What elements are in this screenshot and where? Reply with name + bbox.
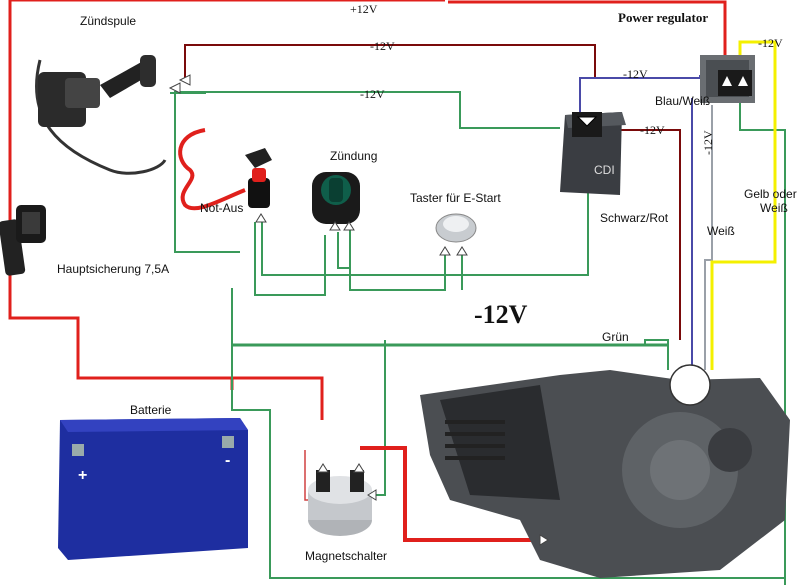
kill-switch [178,128,272,211]
wire-label-cdi-coil: -12V [370,39,395,53]
big-minus12-label: -12V [474,300,528,329]
start-button-label: Taster für E-Start [410,191,501,205]
gruen-label: Grün [602,330,629,344]
wire-label-white: -12V [701,130,715,155]
schwarz-rot-label: Schwarz/Rot [600,211,669,225]
green-ground-wire [170,91,786,585]
white-wire [704,105,713,370]
blau-weiss-label: Blau/Weiß [655,94,710,108]
plus12-label: +12V [350,2,378,16]
main-fuse [0,205,46,276]
gelb-weiss-label: Weiß [760,201,788,215]
starter-solenoid [308,470,372,536]
ignition-coil [35,55,167,175]
power-regulator-label: Power regulator [618,10,708,25]
solenoid-label: Magnetschalter [305,549,387,563]
wire-label-cdi-right: -12V [640,123,665,137]
ignition-label: Zündung [330,149,377,163]
darkred-wire [184,44,681,340]
battery [58,418,248,560]
cdi-label: CDI [594,163,615,177]
fuse-label: Hauptsicherung 7,5A [57,262,169,276]
battery-minus-sign: - [225,452,230,469]
wire-label-cdi-gnd: -12V [360,87,385,101]
cdi-unit [560,112,626,195]
wire-label-yellow: -12V [758,36,783,50]
connector-arrows [168,74,549,546]
power-regulator [700,55,755,103]
wire-label-reg-cdi: -12V [623,67,648,81]
battery-plus-sign: + [78,467,87,484]
weiss-label: Weiß [707,224,735,238]
red-starter-wire [360,446,540,542]
zuendspule-label: Zündspule [80,14,136,28]
red-plus12-wire [8,0,727,420]
gelb-oder-label: Gelb oder [744,187,797,201]
yellow-wire [710,40,777,370]
start-button [435,213,477,243]
battery-label: Batterie [130,403,172,417]
engine-block [420,364,790,578]
ignition-switch [312,172,360,224]
kill-switch-label: Not-Aus [200,201,243,215]
